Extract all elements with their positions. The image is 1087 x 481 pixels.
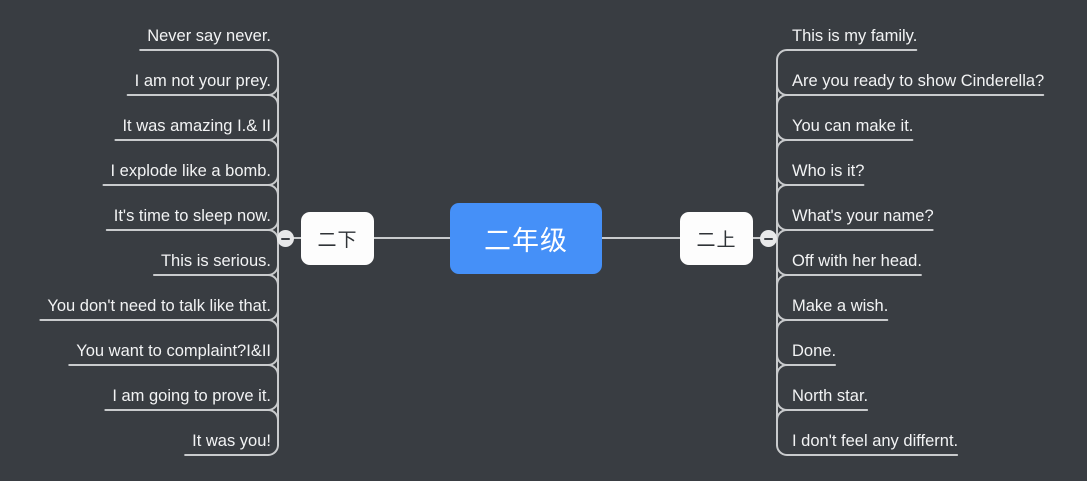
root-node-label: 二年级 — [484, 226, 568, 257]
branch-node-left-label: 二下 — [317, 229, 358, 251]
leaf-label[interactable]: I am not your prey. — [134, 72, 271, 90]
branch-node-right-label: 二上 — [696, 229, 737, 251]
leaf-label[interactable]: This is serious. — [160, 252, 271, 270]
branch-node-right[interactable]: 二上 — [680, 212, 753, 265]
leaf-label[interactable]: What's your name? — [792, 207, 934, 225]
collapse-toggle-right-icon[interactable] — [760, 230, 777, 247]
leaf-label[interactable]: This is my family. — [792, 27, 918, 45]
leaf-label[interactable]: It was you! — [192, 432, 271, 450]
leaf-label[interactable]: Off with her head. — [792, 252, 922, 270]
leaf-label[interactable]: I don't feel any differnt. — [792, 432, 959, 450]
leaf-label[interactable]: North star. — [792, 387, 869, 405]
leaf-label[interactable]: You can make it. — [792, 117, 914, 135]
root-node[interactable]: 二年级 — [450, 203, 602, 274]
leaf-label[interactable]: Never say never. — [147, 27, 271, 45]
leaf-label[interactable]: Who is it? — [792, 162, 865, 180]
leaf-label[interactable]: Are you ready to show Cinderella? — [792, 72, 1045, 90]
branch-node-left[interactable]: 二下 — [301, 212, 374, 265]
leaf-label[interactable]: You want to complaint?I&II — [76, 342, 271, 360]
leaf-label[interactable]: Done. — [792, 342, 837, 360]
leaf-label[interactable]: It was amazing I.& II — [122, 117, 271, 135]
leaf-label[interactable]: Make a wish. — [792, 297, 889, 315]
leaf-label[interactable]: You don't need to talk like that. — [47, 297, 271, 315]
leaf-label[interactable]: I explode like a bomb. — [110, 162, 271, 180]
leaf-label[interactable]: I am going to prove it. — [112, 387, 271, 405]
collapse-toggle-left-icon[interactable] — [277, 230, 294, 247]
leaf-label[interactable]: It's time to sleep now. — [113, 207, 271, 225]
